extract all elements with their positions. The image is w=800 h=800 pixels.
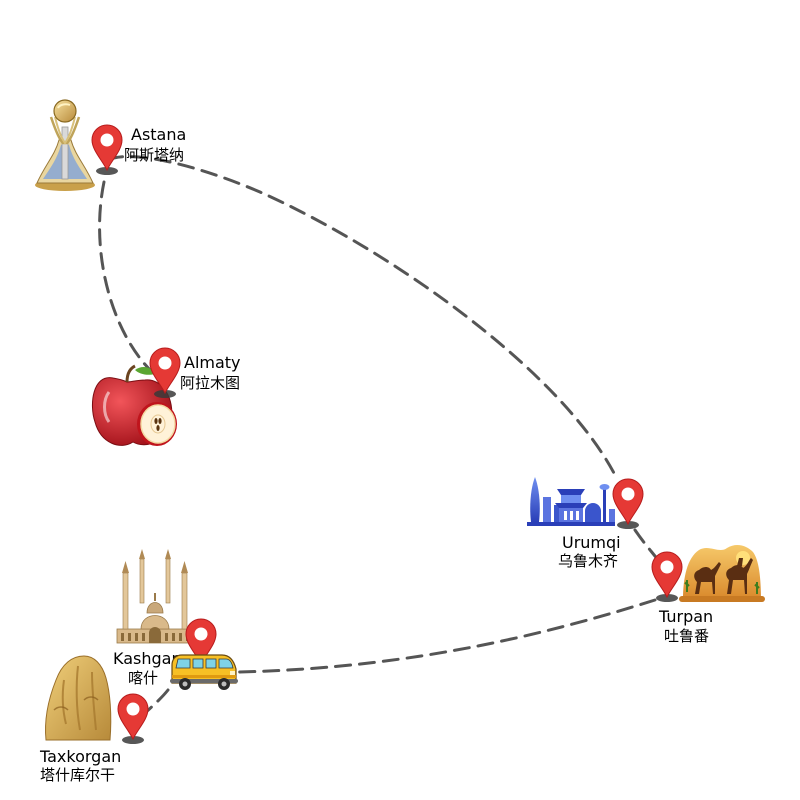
kashgar-label-zh: 喀什 — [128, 669, 158, 687]
city-skyline-icon — [527, 477, 615, 526]
turpan-label-zh: 吐鲁番 — [664, 627, 709, 645]
urumqi-label-zh: 乌鲁木齐 — [558, 552, 618, 570]
taxkorgan-label-en: Taxkorgan — [39, 747, 121, 766]
kashgar-label-en: Kashgar — [113, 649, 178, 668]
camel-desert-icon — [679, 545, 765, 602]
mosque-icon — [116, 549, 194, 644]
almaty-label-zh: 阿拉木图 — [180, 374, 240, 392]
apple-icon — [92, 364, 177, 446]
almaty-label-en: Almaty — [184, 353, 241, 372]
baiterek-tower-icon — [35, 99, 95, 191]
urumqi-pin[interactable] — [612, 478, 644, 530]
yellow-van-icon — [170, 654, 238, 690]
astana-label-en: Astana — [131, 125, 186, 144]
taxkorgan-label-zh: 塔什库尔干 — [40, 766, 115, 784]
astana-label-zh: 阿斯塔纳 — [124, 146, 184, 164]
taxkorgan-pin[interactable] — [117, 693, 149, 745]
turpan-pin[interactable] — [651, 551, 683, 603]
astana-pin[interactable] — [91, 124, 123, 176]
urumqi-label-en: Urumqi — [562, 533, 621, 552]
turpan-label-en: Turpan — [658, 607, 713, 626]
stone-mountain-icon — [45, 655, 112, 741]
